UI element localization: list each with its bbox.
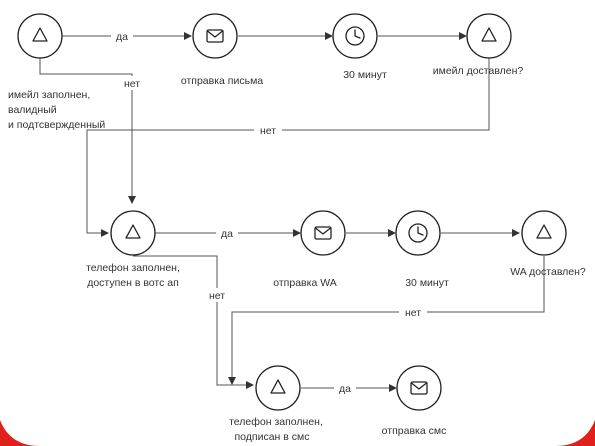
edge-wa-no — [133, 255, 254, 389]
clock-icon — [345, 26, 365, 46]
node-gate-phone-wa[interactable]: телефон заполнен, доступен в вотс ап — [86, 210, 180, 289]
edge-wa-delivered-no — [228, 256, 545, 385]
edge-label-sms-yes: да — [339, 383, 351, 395]
node-label: имейл доставлен? — [433, 65, 524, 77]
node-label-line: подписан в смс — [235, 431, 310, 443]
edge-label-wa-no: нет — [209, 290, 225, 302]
node-label-line: телефон заполнен, — [229, 416, 323, 428]
node-label: отправка смс — [382, 425, 447, 437]
edge-label-bg — [399, 305, 427, 319]
gateway-triangle-icon — [32, 27, 48, 42]
node-label: WA доставлен? — [510, 266, 586, 278]
bottom-right-accent — [555, 420, 595, 446]
edges: да нет нет да нет нет да — [39, 29, 545, 395]
node-label-line: валидный — [8, 104, 57, 116]
node-gate-email[interactable]: имейл заполнен, валидный и подтсвержденн… — [8, 13, 105, 131]
gateway-triangle-icon — [481, 27, 497, 42]
edge-label-email-no: нет — [124, 78, 140, 90]
node-gate-wa-delivered[interactable]: WA доставлен? — [510, 210, 586, 278]
node-label-line: имейл заполнен, — [8, 89, 90, 101]
edge-label-email-yes: да — [116, 31, 128, 43]
edge-label-bg — [334, 381, 356, 395]
node-timer-1[interactable]: 30 минут — [332, 13, 387, 81]
edge-label-bg — [118, 76, 146, 90]
node-send-wa[interactable]: отправка WA — [273, 210, 346, 289]
edge-label-bg — [254, 123, 282, 137]
edge-email-no — [39, 58, 136, 204]
edge-label-bg — [216, 226, 238, 240]
bottom-left-accent — [0, 420, 40, 446]
edge-label-bg — [111, 29, 133, 43]
edge-label-email-delivered-no: нет — [260, 125, 276, 137]
gateway-triangle-icon — [270, 379, 286, 394]
node-label: отправка WA — [273, 277, 336, 289]
node-label-line: доступен в вотс ап — [87, 277, 179, 289]
node-gate-phone-sms[interactable]: телефон заполнен, подписан в смс — [229, 365, 323, 443]
envelope-icon — [206, 29, 224, 43]
node-label-line: и подтсвержденный — [8, 119, 105, 131]
node-label: 30 минут — [343, 69, 387, 81]
edge-label-bg — [203, 288, 231, 302]
node-send-email[interactable]: отправка письма — [181, 13, 263, 87]
node-gate-email-delivered[interactable]: имейл доставлен? — [433, 13, 524, 77]
node-label: 30 минут — [405, 277, 449, 289]
edge-label-wa-delivered-no: нет — [405, 307, 421, 319]
gateway-triangle-icon — [125, 224, 141, 239]
node-label: отправка письма — [181, 75, 263, 87]
edge-email-delivered-no — [86, 58, 490, 237]
clock-icon — [408, 223, 428, 243]
node-label-line: телефон заполнен, — [86, 262, 180, 274]
node-timer-2[interactable]: 30 минут — [395, 210, 449, 289]
envelope-icon — [410, 381, 428, 395]
node-send-sms[interactable]: отправка смс — [382, 365, 447, 437]
envelope-icon — [314, 226, 332, 240]
gateway-triangle-icon — [536, 224, 552, 239]
edge-label-wa-yes: да — [221, 228, 233, 240]
